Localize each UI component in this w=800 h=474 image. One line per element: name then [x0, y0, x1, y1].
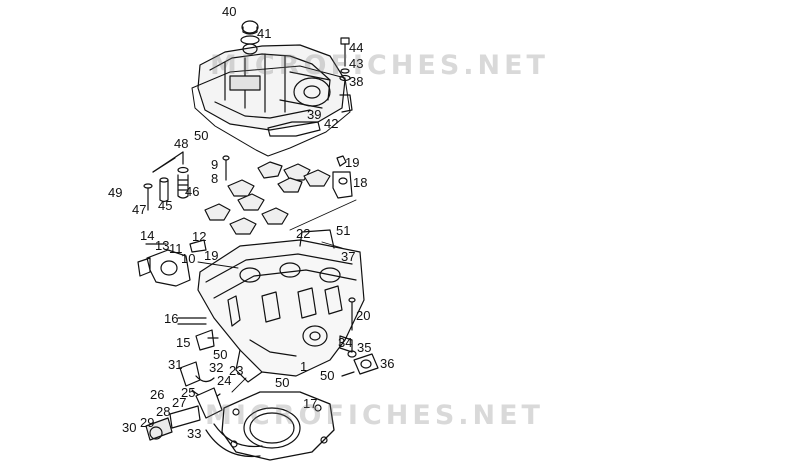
callout-label: 40 — [222, 4, 237, 19]
callout-label: 10 — [181, 251, 196, 266]
cap-bolts — [222, 155, 347, 181]
callout-label: 19 — [204, 248, 219, 263]
callout-label: 14 — [140, 228, 155, 243]
callout-label: 12 — [192, 229, 207, 244]
callout-label: 8 — [211, 171, 219, 186]
elbow-bolts — [145, 239, 207, 325]
valve-cover-gasket — [191, 65, 351, 157]
callout-label: 19 — [345, 155, 360, 170]
callout-label: 50 — [213, 347, 228, 362]
side-plug — [339, 297, 357, 358]
guide-lines — [197, 199, 357, 393]
callout-label: 41 — [257, 26, 272, 41]
valve-cover — [197, 44, 353, 131]
callout-label: 20 — [356, 308, 371, 323]
water-fitting — [195, 329, 219, 351]
callout-label: 27 — [172, 395, 187, 410]
side-cover — [341, 353, 379, 377]
callout-label: 44 — [349, 40, 364, 55]
cylinder-head — [197, 229, 365, 383]
callout-label: 11 — [169, 241, 183, 256]
callout-label: 25 — [181, 385, 196, 400]
valve-springs — [143, 151, 189, 211]
callout-label: 33 — [187, 426, 202, 441]
callout-label: 24 — [217, 373, 232, 388]
callout-label: 50 — [194, 128, 209, 143]
callout-label: 42 — [324, 116, 339, 131]
callout-label: 36 — [380, 356, 395, 371]
callout-label: 30 — [122, 420, 137, 435]
callout-label: 13 — [155, 238, 170, 253]
callout-label: 28 — [156, 404, 171, 419]
callout-label: 18 — [353, 175, 368, 190]
callout-label: 47 — [132, 202, 147, 217]
timing-bracket — [332, 171, 353, 199]
temp-sensor — [145, 387, 223, 441]
intake-elbow — [137, 249, 191, 287]
callout-label: 16 — [164, 311, 179, 326]
watermark: MICROFICHES.NET — [210, 50, 549, 81]
callout-label: 45 — [158, 198, 173, 213]
callout-label: 22 — [296, 226, 311, 241]
callout-label: 35 — [357, 340, 372, 355]
callout-label: 39 — [307, 107, 322, 122]
callout-label: 48 — [174, 136, 189, 151]
callout-label: 23 — [229, 363, 244, 378]
callout-label: 31 — [168, 357, 183, 372]
cover-bolt — [339, 37, 351, 82]
oil-filler-cap — [240, 20, 260, 55]
head-gasket — [221, 391, 335, 461]
callout-label: 29 — [140, 415, 155, 430]
camshaft-caps-upper — [227, 161, 331, 197]
callout-label: 50 — [275, 375, 290, 390]
callout-label: 46 — [185, 184, 200, 199]
callout-label: 43 — [349, 56, 364, 71]
callout-label: 1 — [300, 359, 308, 374]
callout-label: 51 — [336, 223, 351, 238]
callout-label: 37 — [341, 249, 356, 264]
callout-label: 38 — [349, 74, 364, 89]
callout-label: 15 — [176, 335, 191, 350]
cover-bracket — [267, 121, 321, 137]
watermark: MICROFICHES.NET — [205, 400, 544, 431]
camshaft-caps-lower — [204, 193, 289, 235]
callout-label: 49 — [108, 185, 123, 200]
callout-label: 50 — [320, 368, 335, 383]
callout-label: 32 — [209, 360, 224, 375]
callout-label: 17 — [303, 396, 318, 411]
callout-label: 34 — [338, 335, 353, 350]
callout-label: 26 — [150, 387, 165, 402]
callout-label: 9 — [211, 157, 219, 172]
